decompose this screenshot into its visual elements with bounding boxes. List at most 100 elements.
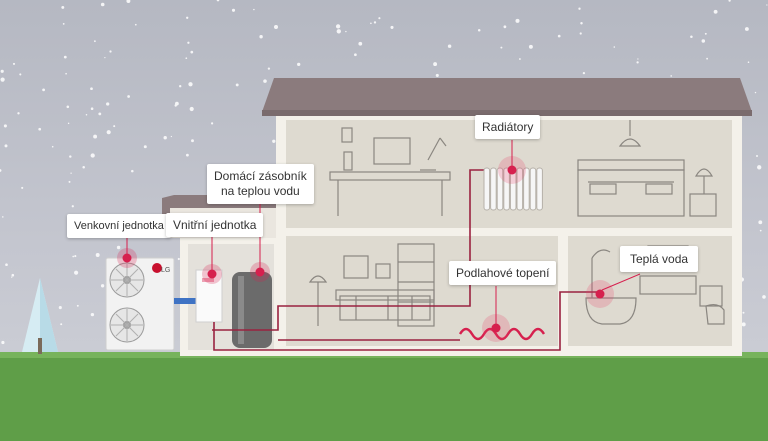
snowflake-icon	[579, 32, 582, 35]
snowflake-icon	[109, 50, 112, 53]
snowflake-icon	[106, 130, 111, 135]
snowflake-icon	[60, 323, 63, 326]
indoor-unit-label: Vnitřní jednotka	[166, 213, 264, 237]
snowflake-icon	[713, 9, 718, 14]
snowflake-icon	[706, 57, 708, 60]
snowflake-icon	[65, 72, 67, 75]
heating-coil-icon	[458, 327, 546, 341]
snowflake-icon	[582, 71, 586, 75]
snowflake-icon	[134, 23, 137, 26]
snowflake-icon	[370, 22, 372, 25]
snowflake-icon	[187, 41, 190, 44]
tank-text-line2: na teplou vodu	[220, 184, 300, 198]
snowflake-icon	[85, 114, 88, 116]
snowflake-icon	[373, 21, 377, 24]
snowflake-icon	[741, 322, 746, 327]
snowflake-icon	[704, 32, 707, 35]
snowflake-icon	[38, 127, 42, 131]
snowflake-icon	[447, 44, 452, 48]
snowflake-icon	[100, 2, 105, 7]
snowflake-icon	[580, 22, 583, 25]
snowflake-icon	[74, 270, 79, 275]
snowflake-icon	[0, 169, 2, 172]
snowflake-icon	[759, 229, 762, 232]
snowflake-icon	[216, 0, 220, 2]
tree-icon	[22, 278, 58, 354]
snowflake-icon	[19, 73, 22, 76]
snowflake-icon	[701, 39, 706, 43]
snowflake-icon	[435, 73, 439, 77]
snowflake-icon	[613, 46, 616, 48]
snowflake-icon	[104, 57, 106, 59]
snowflake-icon	[21, 186, 24, 189]
snowflake-icon	[637, 58, 639, 60]
snowflake-icon	[170, 135, 173, 138]
snowflake-icon	[690, 35, 693, 38]
snowflake-icon	[61, 5, 65, 9]
snowflake-icon	[70, 172, 72, 174]
snowflake-icon	[762, 295, 766, 299]
snowflake-icon	[63, 55, 67, 59]
radiators-label: Radiátory	[475, 115, 541, 139]
snowflake-icon	[378, 17, 381, 20]
snowflake-icon	[11, 276, 13, 278]
snowflake-icon	[100, 284, 105, 288]
snowflake-icon	[98, 112, 102, 116]
snowflake-icon	[69, 155, 72, 158]
snowflake-icon	[754, 91, 757, 94]
snowflake-icon	[90, 312, 95, 317]
snowflake-icon	[163, 136, 167, 140]
snowflake-icon	[272, 139, 276, 143]
snowflake-icon	[578, 7, 581, 10]
radiator-fin	[516, 167, 524, 211]
radiator-fin	[483, 167, 491, 211]
snowflake-icon	[62, 23, 65, 25]
indoor-unit-text: Vnitřní jednotka	[173, 218, 257, 232]
snowflake-icon	[127, 95, 130, 98]
snowflake-icon	[42, 88, 45, 92]
snowflake-icon	[273, 24, 279, 30]
hot-water-label: Teplá voda	[620, 246, 699, 272]
snowflake-icon	[0, 77, 5, 82]
snowflake-icon	[191, 139, 194, 143]
snowflake-icon	[190, 50, 194, 54]
snowflake-icon	[174, 104, 177, 107]
snowflake-icon	[66, 105, 70, 109]
snowflake-icon	[756, 155, 758, 157]
snowflake-icon	[259, 35, 263, 39]
snowflake-icon	[757, 165, 762, 170]
snowflake-icon	[354, 53, 357, 57]
snowflake-icon	[742, 311, 745, 314]
radiator-fin	[529, 167, 537, 211]
radiator-fin	[490, 167, 497, 211]
snowflake-icon	[503, 25, 507, 29]
snowflake-icon	[90, 87, 93, 91]
snowflake-icon	[67, 122, 70, 125]
snowflake-icon	[76, 304, 79, 307]
radiator-fin	[523, 167, 530, 211]
snowflake-icon	[185, 57, 188, 60]
snowflake-icon	[235, 83, 239, 87]
radiator-fin	[536, 167, 543, 211]
snowflake-icon	[82, 166, 85, 169]
snowflake-icon	[267, 67, 271, 70]
snowflake-icon	[390, 25, 394, 29]
snowflake-icon	[210, 122, 214, 125]
snowflake-icon	[477, 28, 481, 32]
snowflake-icon	[2, 216, 4, 218]
snowflake-icon	[74, 255, 77, 258]
snowflake-icon	[4, 144, 8, 148]
snowflake-icon	[253, 8, 255, 11]
hotspots	[117, 156, 614, 342]
heating-pipes	[212, 169, 600, 351]
radiator-fin	[496, 167, 504, 211]
snowflake-icon	[358, 41, 363, 46]
snowflake-icon	[528, 44, 533, 49]
snowflake-icon	[11, 273, 15, 277]
snowflake-icon	[131, 169, 134, 173]
snowflake-icon	[335, 24, 341, 29]
snowflake-icon	[345, 30, 347, 33]
living-furniture-downstairs	[308, 243, 435, 327]
snowflake-icon	[670, 75, 673, 77]
floor-heating-label: Podlahové topení	[449, 261, 557, 285]
